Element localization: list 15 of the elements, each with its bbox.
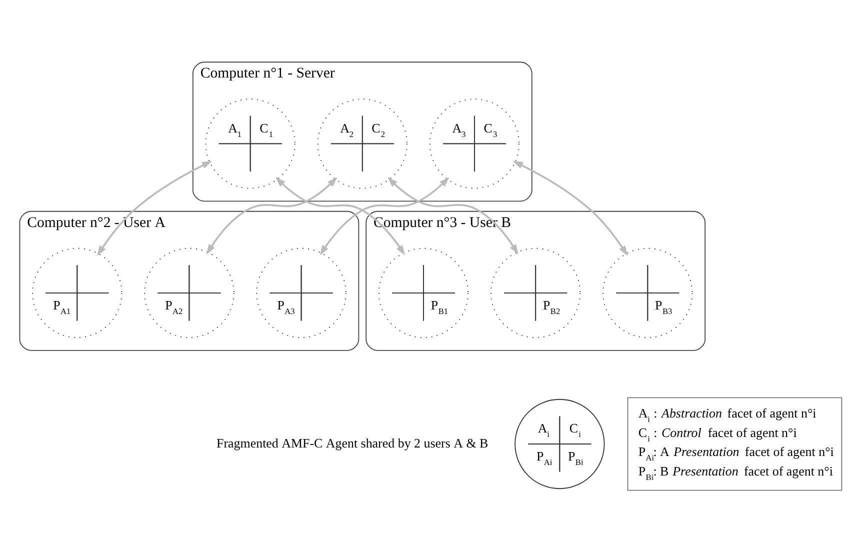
arrow — [512, 160, 628, 256]
node-circle: A$_{i}$ C$_{i}$ P$_{Ai}$ P$_{Bi}$ — [514, 398, 605, 489]
node-label: Fragmented AMF-C Agent shared by 2 users A & B — [216, 434, 488, 450]
arrow — [97, 160, 212, 256]
node-circle: P$_{A1}$ — [32, 247, 122, 338]
node-circle: P$_{A2}$ — [144, 247, 234, 338]
arrow — [275, 176, 406, 255]
node-circle: P$_{B3}$ — [602, 247, 693, 338]
node-circle: P$_{A3}$ — [256, 247, 346, 338]
node-box: A$_{i}$ : Abstraction facet of agent n°i C$_{i}$ : Control facet of agent n°i P$_{Ai}$: A Presentation facet of agent n°i P$_{Bi}$: B Presentation facet of agent n°i — [627, 396, 842, 490]
node-circle: P$_{B1}$ — [378, 247, 469, 338]
arrow — [387, 176, 518, 254]
arrow — [320, 176, 450, 255]
arrow — [206, 176, 338, 254]
node-circle: P$_{B2}$ — [490, 247, 581, 338]
